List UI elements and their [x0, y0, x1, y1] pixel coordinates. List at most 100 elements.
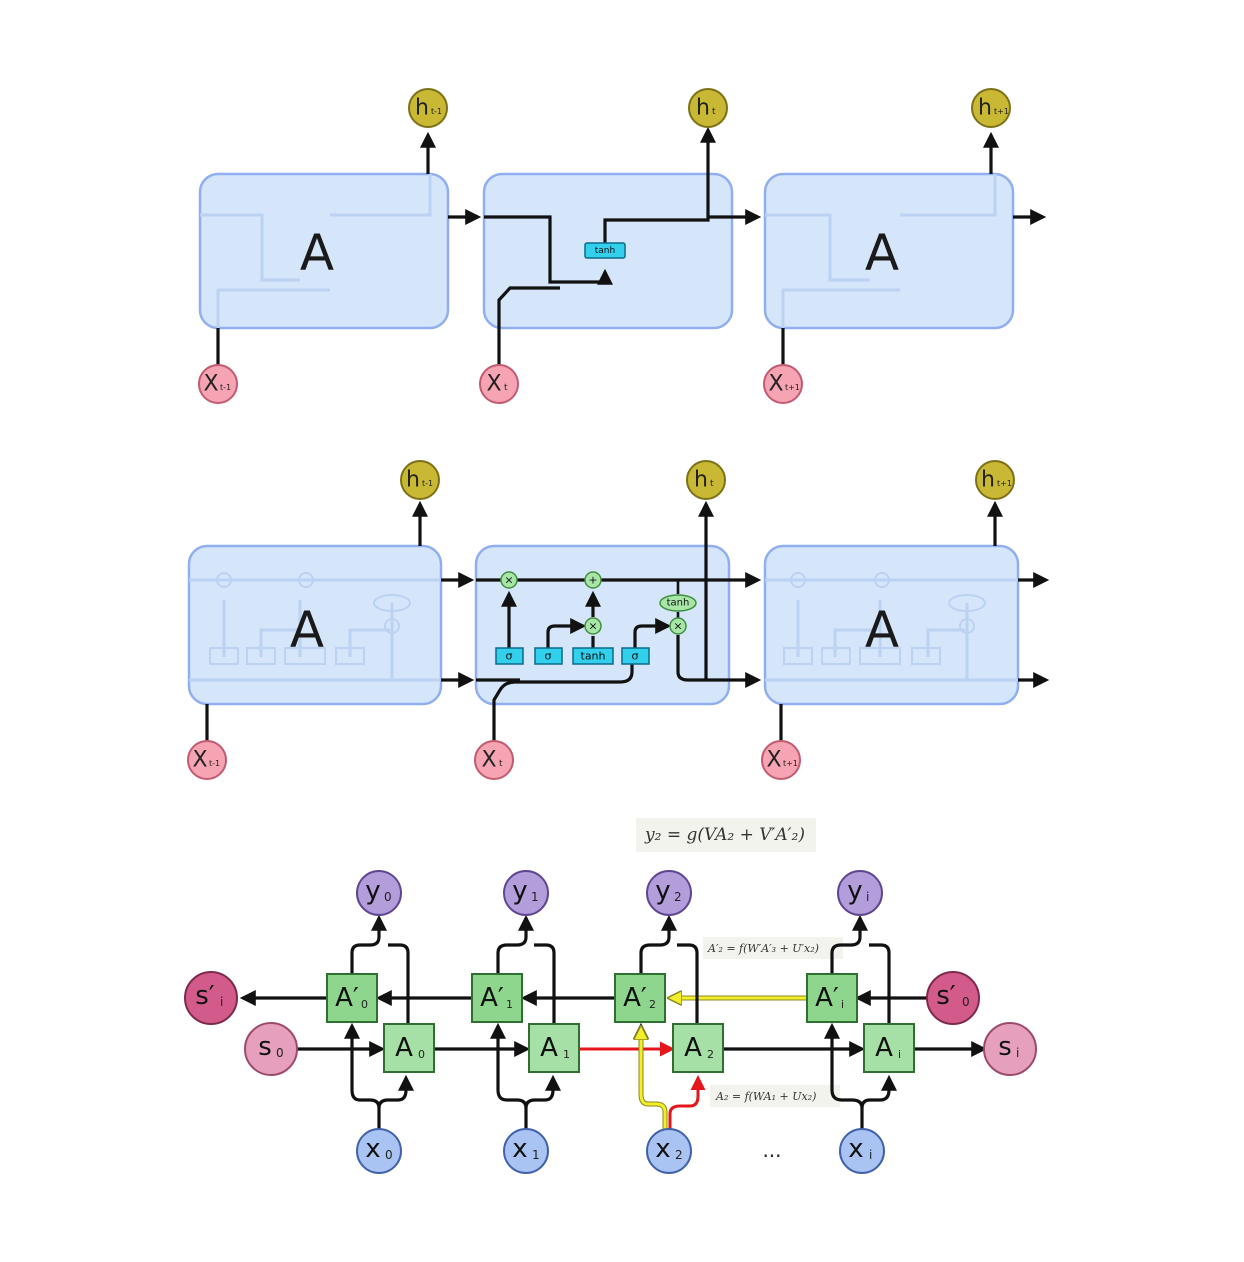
svg-text:t+1: t+1 [994, 107, 1009, 116]
svg-text:s′: s′ [195, 981, 215, 1011]
output-node: y 0 [356, 870, 402, 916]
svg-text:i: i [841, 998, 844, 1011]
rnn-left-cell: A [198, 172, 450, 330]
output-gate-wire [633, 618, 672, 648]
input-to-forward [524, 1074, 561, 1109]
forget-gate [495, 647, 524, 665]
rnn-output-node: h t+1 [971, 88, 1011, 128]
svg-text:1: 1 [506, 998, 513, 1011]
forward-cell: A 2 [672, 1023, 724, 1073]
lstm-ghost-wires [189, 578, 441, 682]
svg-text:i: i [220, 995, 223, 1009]
rnn-output-wire [603, 126, 716, 244]
lstm-diagram: A × + × × tan [187, 460, 1050, 780]
forward-formula-box [710, 1085, 840, 1107]
forward-formula: A₂ = f(WA₁ + Ux₂) [715, 1090, 816, 1103]
forward-cell: A i [863, 1023, 915, 1073]
output-node: y i [837, 870, 883, 916]
input-to-forward [377, 1074, 414, 1109]
backward-to-output [830, 914, 868, 975]
svg-text:i: i [866, 890, 869, 904]
input-to-backward [824, 1022, 864, 1109]
forward-to-output [388, 943, 410, 1024]
final-state-node: s i [983, 1022, 1037, 1076]
svg-text:A: A [395, 1033, 413, 1063]
lstm-ghost-gate [859, 647, 901, 665]
svg-text:h: h [981, 468, 995, 493]
forward-to-output [869, 943, 891, 1024]
svg-text:y: y [512, 876, 527, 906]
svg-text:t-1: t-1 [422, 479, 433, 488]
initial-state-node: s 0 [244, 1022, 298, 1076]
svg-text:h: h [696, 96, 710, 121]
svg-text:s: s [998, 1032, 1012, 1062]
input-to-backward [490, 1022, 528, 1130]
svg-text:x: x [512, 1134, 527, 1164]
svg-text:h: h [406, 468, 420, 493]
output-formula-box [636, 818, 816, 852]
lstm-ghost-wires [765, 578, 1018, 682]
add-op [584, 571, 602, 589]
lstm-right-cell: A [763, 544, 1020, 706]
tanh-gate-label: tanh [595, 246, 615, 256]
backward-to-output [496, 914, 534, 975]
lstm-output-node: h t-1 [400, 460, 440, 500]
backward-cell: A′ 0 [326, 973, 378, 1023]
lstm-ghost-op [373, 594, 411, 612]
svg-text:X: X [768, 372, 783, 397]
lstm-hidden-out-wire [676, 635, 762, 688]
svg-text:X: X [481, 748, 496, 773]
output-mul-op [669, 617, 687, 635]
svg-text:h: h [415, 96, 429, 121]
birnn-diagram: y₂ = g(VA₂ + V′A′₂) A′₂ = f(W′A′₃ + U′x₂… [184, 818, 1037, 1174]
rnn-input-node: X t+1 [763, 364, 803, 404]
svg-text:t-1: t-1 [431, 107, 442, 116]
rnn-right-cell: A [763, 172, 1015, 330]
lstm-input-node: X t+1 [761, 740, 801, 780]
forget-gate-label: σ [506, 650, 513, 663]
forget-mul-op [500, 571, 518, 589]
backward-formula-box [703, 937, 843, 959]
svg-text:h: h [978, 96, 992, 121]
backward-cell: A′ i [806, 973, 858, 1023]
svg-text:0: 0 [384, 890, 392, 904]
input-to-backward [344, 1022, 381, 1130]
rnn-middle-cell: tanh [482, 126, 762, 368]
lstm-middle-cell: × + × × tanh σ σ tanh σ [474, 500, 762, 742]
svg-text:X: X [192, 748, 207, 773]
svg-text:A: A [540, 1033, 558, 1063]
backward-to-output [350, 914, 387, 975]
lstm-ghost-gate [783, 647, 813, 665]
svg-text:i: i [1016, 1046, 1019, 1060]
forward-cell: A 0 [383, 1023, 435, 1073]
svg-text:t-1: t-1 [209, 759, 220, 768]
input-node: x 0 [356, 1128, 402, 1174]
output-formula: y₂ = g(VA₂ + V′A′₂) [644, 825, 805, 845]
lstm-input-node: X t-1 [187, 740, 227, 780]
output-mul-label: × [673, 620, 682, 633]
svg-text:2: 2 [649, 998, 656, 1011]
backward-cell: A′ 1 [471, 973, 523, 1023]
lstm-ghost-op [948, 594, 986, 612]
lstm-ghost-op [298, 572, 314, 588]
svg-text:0: 0 [361, 998, 368, 1011]
lstm-ghost-gate [209, 647, 239, 665]
svg-text:0: 0 [276, 1046, 284, 1060]
output-node: y 2 [646, 870, 692, 916]
rnn-diagram: A tanh A h t-1 [198, 88, 1047, 404]
svg-text:s: s [258, 1032, 272, 1062]
lstm-ghost-gate [911, 647, 941, 665]
input-gate-label: σ [545, 650, 552, 663]
lstm-cell-label: A [290, 601, 324, 659]
input-node: x 1 [503, 1128, 549, 1174]
svg-text:t: t [710, 479, 714, 489]
input-node: x i [839, 1128, 885, 1174]
lstm-ghost-gate [246, 647, 276, 665]
cell-tanh-op [659, 594, 697, 612]
svg-text:A′: A′ [480, 983, 504, 1013]
lstm-output-node: h t+1 [975, 460, 1015, 500]
svg-text:x: x [365, 1134, 380, 1164]
candidate-gate-label: tanh [581, 650, 606, 663]
rnn-output-node: h t-1 [408, 88, 448, 128]
backward-cell: A′ 2 [614, 973, 666, 1023]
